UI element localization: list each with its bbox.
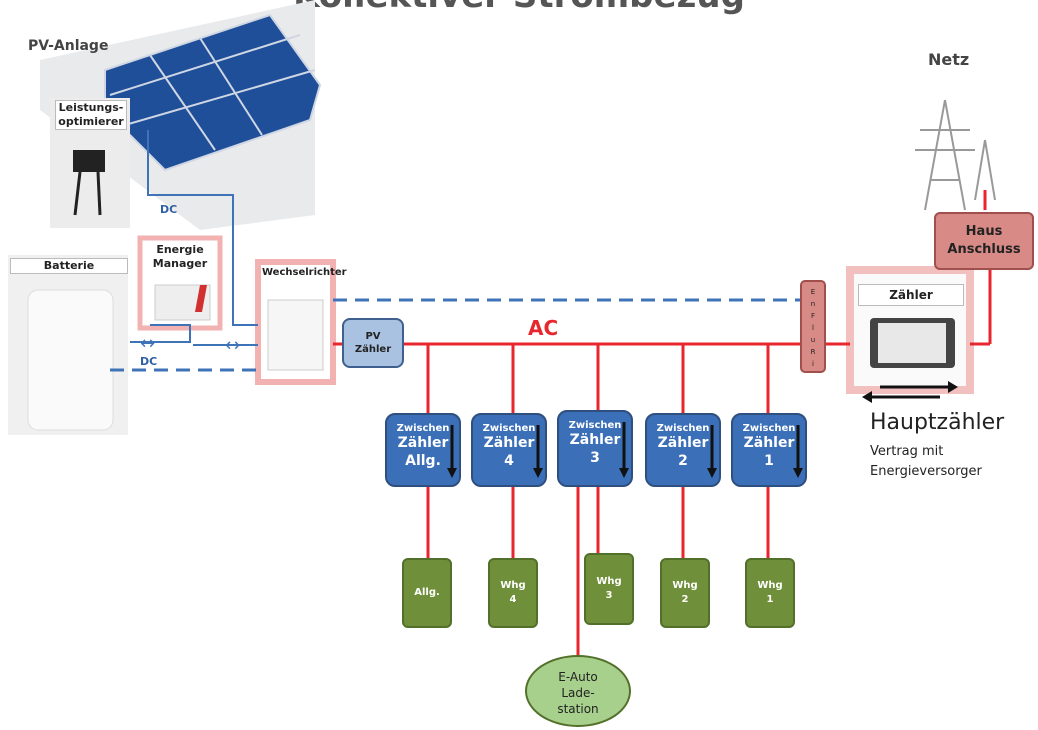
- optimizer-label: Leistungs- optimierer: [55, 100, 127, 130]
- energy-manager-label: Energie Manager: [152, 243, 208, 270]
- dc-label-bottom: DC: [140, 355, 158, 368]
- zwischen-zaehler-2: Zwischen Zähler 2: [645, 413, 721, 487]
- zwischen-zaehler-allg: Zwischen Zähler Allg.: [385, 413, 461, 487]
- unit-whg-2: Whg 2: [660, 558, 710, 628]
- dc-label-top: DC: [160, 203, 178, 216]
- bidirectional-arrow-icon: [862, 381, 958, 403]
- haus-anschluss-box: Haus Anschluss: [934, 212, 1034, 270]
- battery-label: Batterie: [10, 258, 128, 274]
- optimizer-icon: [73, 150, 105, 172]
- unit-whg-4: Whg 4: [488, 558, 538, 628]
- inverter-icon: [267, 299, 324, 371]
- svg-text:↔: ↔: [225, 335, 240, 356]
- pv-anlage-label: PV-Anlage: [28, 38, 109, 54]
- unit-whg-3: Whg 3: [584, 553, 634, 625]
- e-auto-ladestation: E-Auto Lade- station: [525, 655, 631, 727]
- power-tower-icon: [915, 99, 996, 211]
- unit-whg-1: Whg 1: [745, 558, 795, 628]
- inverter-label: Wechselrichter: [262, 267, 347, 278]
- zwischen-zaehler-3: Zwischen Zähler 3: [557, 410, 633, 487]
- main-meter-label: Zähler: [858, 284, 964, 306]
- vertrag-label: Vertrag mit Energieversorger: [870, 444, 982, 479]
- battery-icon: [27, 289, 114, 431]
- zwischen-zaehler-4: Zwischen Zähler 4: [471, 413, 547, 487]
- pv-meter-box: PV Zähler: [342, 318, 404, 368]
- ac-label: AC: [528, 316, 559, 340]
- unit-allg: Allg.: [402, 558, 452, 628]
- netz-label: Netz: [928, 50, 970, 69]
- enfluri-box: E n F l u R i: [800, 280, 826, 373]
- diagram-title: Kollektiver Strombezug: [0, 0, 1038, 16]
- zwischen-zaehler-1: Zwischen Zähler 1: [731, 413, 807, 487]
- svg-text:↔: ↔: [140, 333, 155, 354]
- hauptzaehler-label: Hauptzähler: [870, 410, 1005, 435]
